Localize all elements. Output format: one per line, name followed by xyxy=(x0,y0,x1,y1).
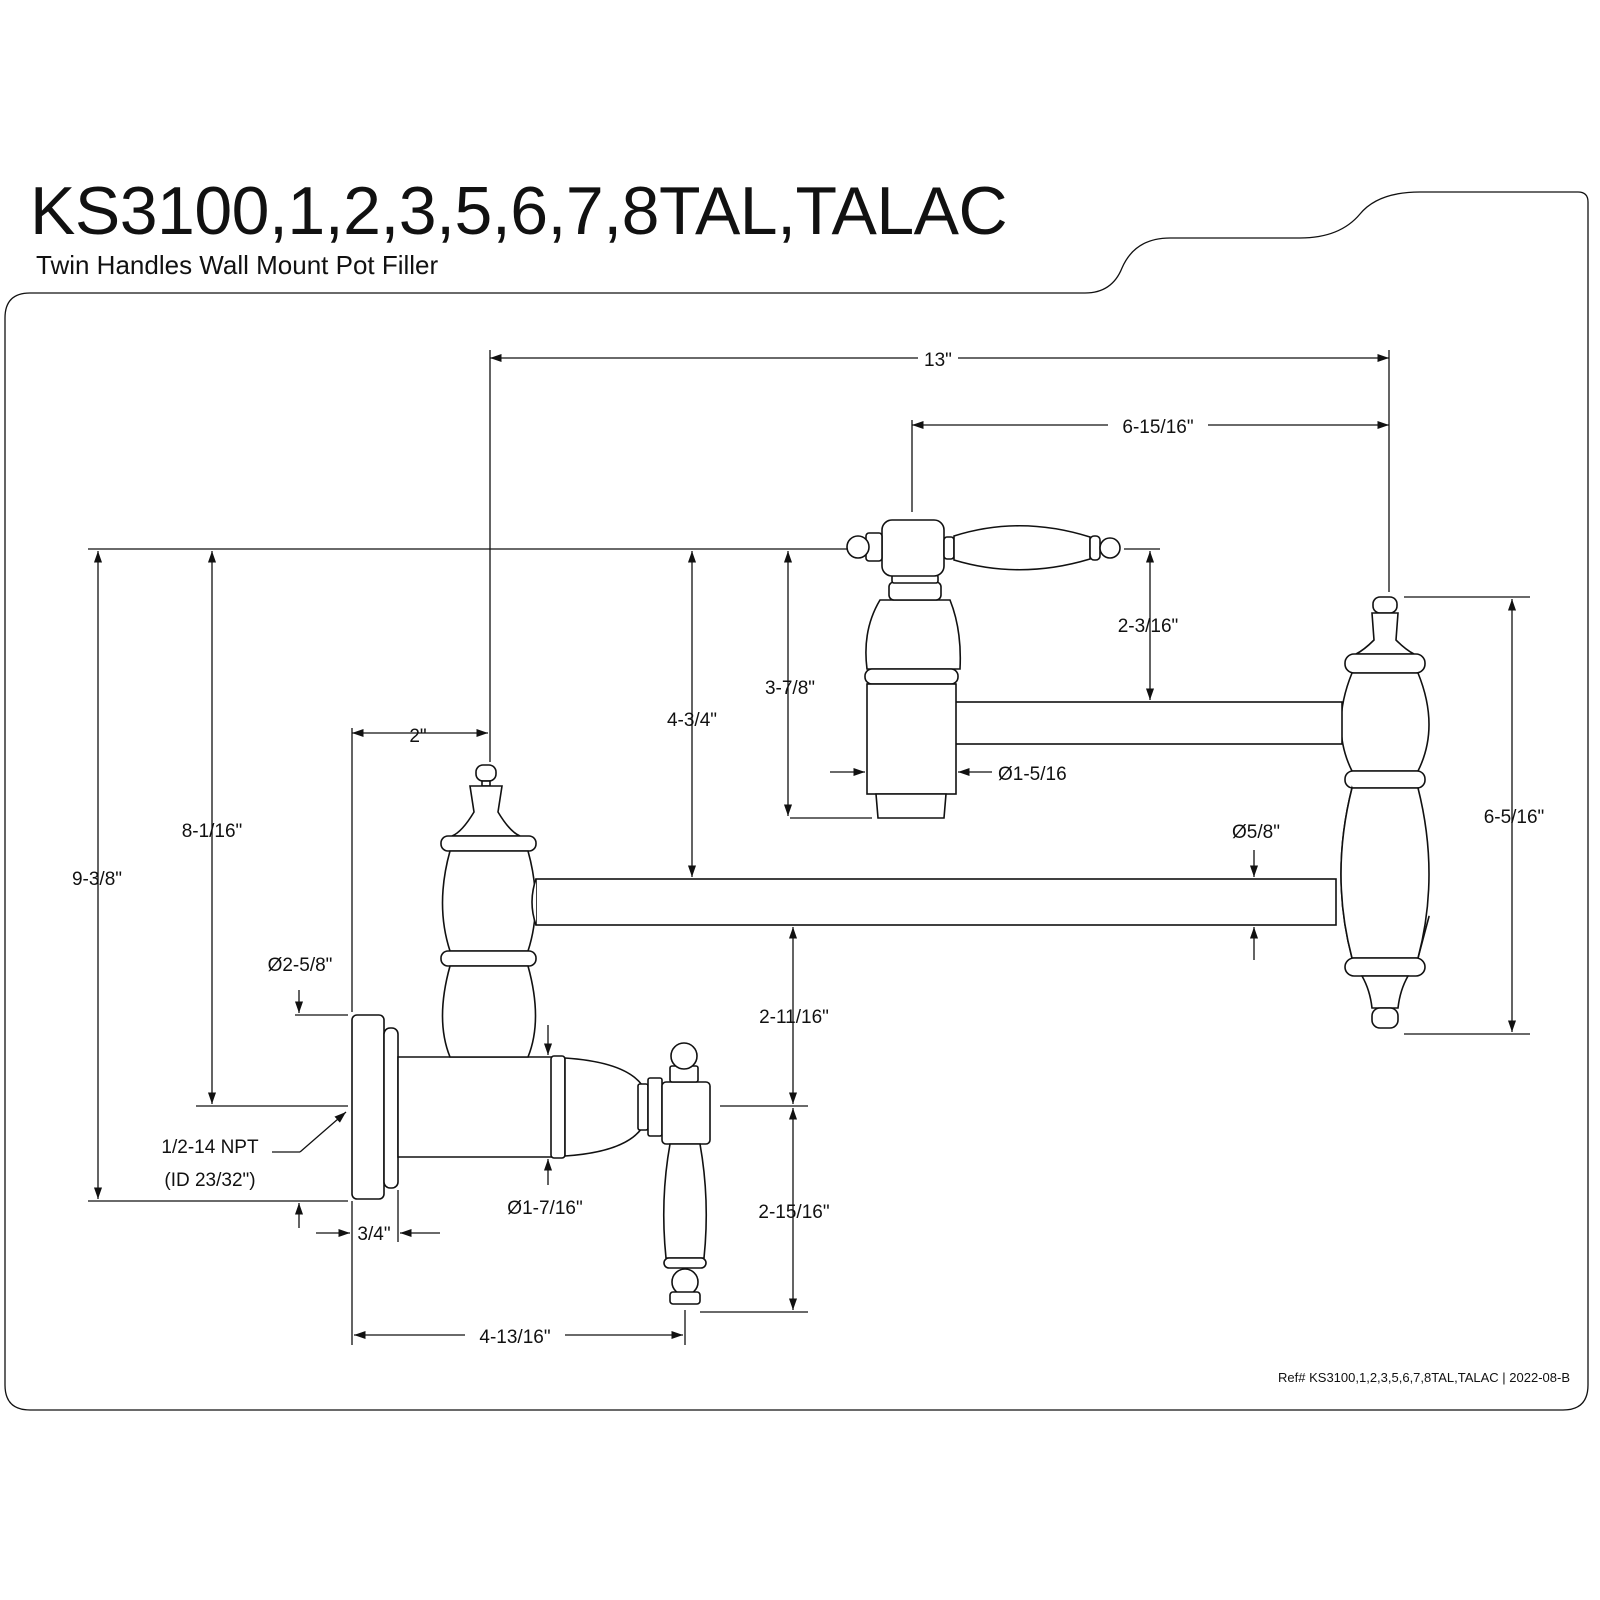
dim-upper-body-diameter: Ø1-5/16 xyxy=(998,764,1067,785)
dim-swivel-height: 6-5/16" xyxy=(1484,807,1545,828)
frame-border xyxy=(4,191,1589,1411)
dim-top-to-inlet-center: 8-1/16" xyxy=(182,821,243,842)
dim-arm-diameter: Ø5/8" xyxy=(1232,822,1280,843)
dim-second-arm-reach: 6-15/16" xyxy=(1122,417,1193,438)
dim-upper-handle-to-arm: 2-3/16" xyxy=(1118,616,1179,637)
dim-connection-id: (ID 23/32") xyxy=(164,1170,255,1191)
pot-filler-outline xyxy=(351,519,1430,1305)
dim-top-to-lower-arm: 4-3/4" xyxy=(667,710,717,731)
dim-upper-handle-height: 3-7/8" xyxy=(765,678,815,699)
dim-valve-body-diameter: Ø1-7/16" xyxy=(507,1198,582,1219)
product-subtitle: Twin Handles Wall Mount Pot Filler xyxy=(36,250,439,280)
dim-lower-handle-drop: 2-15/16" xyxy=(758,1202,829,1223)
dim-overall-height: 9-3/8" xyxy=(72,869,122,890)
dim-wall-offset: 2" xyxy=(409,726,426,747)
dim-valve-projection: 4-13/16" xyxy=(479,1327,550,1348)
dim-flange-depth: 3/4" xyxy=(357,1224,390,1245)
reference-note: Ref# KS3100,1,2,3,5,6,7,8TAL,TALAC | 202… xyxy=(1278,1370,1570,1385)
dimension-lines xyxy=(88,350,1530,1345)
dimension-labels: 13" 6-15/16" 2-3/16" 3-7/8" 4-3/4" 2" Ø1… xyxy=(72,346,1544,1348)
dim-flange-diameter: Ø2-5/8" xyxy=(268,955,333,976)
dim-overall-reach: 13" xyxy=(924,350,952,371)
dim-connection: 1/2-14 NPT xyxy=(161,1137,259,1158)
dim-arm-to-inlet-center: 2-11/16" xyxy=(759,1007,829,1028)
product-title: KS3100,1,2,3,5,6,7,8TAL,TALAC xyxy=(30,173,1008,249)
